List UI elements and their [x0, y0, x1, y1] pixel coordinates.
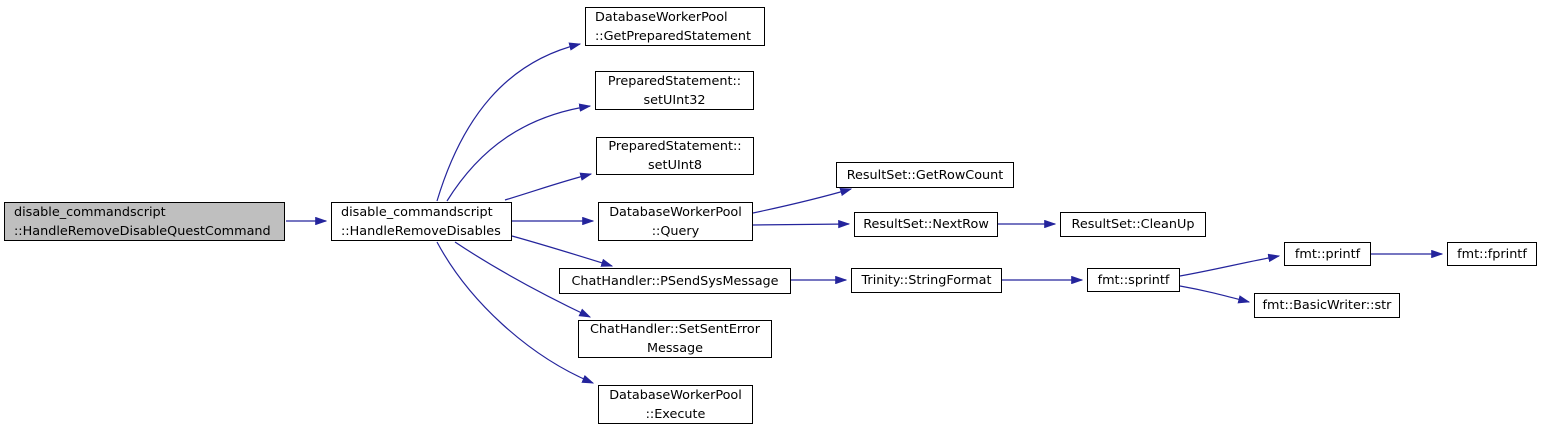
node-label: fmt::printf: [1294, 246, 1361, 262]
node-set-sent-error-message[interactable]: ChatHandler::SetSentError Message: [578, 320, 772, 358]
node-basic-writer-str[interactable]: fmt::BasicWriter::str: [1254, 293, 1400, 318]
edge-query-to-get-row-count: [752, 187, 853, 214]
node-execute[interactable]: DatabaseWorkerPool ::Execute: [598, 385, 753, 424]
node-get-row-count[interactable]: ResultSet::GetRowCount: [836, 162, 1014, 188]
node-set-uint32[interactable]: PreparedStatement:: setUInt32: [595, 71, 754, 110]
node-label: PreparedStatement:: setUInt32: [607, 73, 742, 108]
edge-hub-to-set-sent-error-message: [454, 241, 592, 318]
node-label: ResultSet::GetRowCount: [846, 167, 1004, 183]
edge-sprintf-to-printf: [1179, 253, 1281, 277]
edge-query-to-next-row: [752, 219, 851, 229]
edge-hub-to-set-uint32: [446, 103, 592, 202]
node-next-row[interactable]: ResultSet::NextRow: [854, 212, 998, 237]
edge-hub-to-get-prepared-statement: [436, 42, 582, 202]
node-clean-up[interactable]: ResultSet::CleanUp: [1060, 212, 1206, 237]
node-sprintf[interactable]: fmt::sprintf: [1087, 268, 1180, 292]
node-label: DatabaseWorkerPool ::Execute: [609, 387, 742, 422]
node-psend-sys-message[interactable]: ChatHandler::PSendSysMessage: [559, 268, 791, 294]
node-label: fmt::sprintf: [1097, 272, 1170, 288]
node-label: fmt::fprintf: [1457, 246, 1527, 262]
node-label: ChatHandler::SetSentError Message: [589, 322, 761, 356]
node-label: ChatHandler::PSendSysMessage: [571, 273, 779, 289]
node-query[interactable]: DatabaseWorkerPool ::Query: [598, 202, 753, 241]
edge-sprintf-to-basic-writer-str: [1179, 285, 1251, 304]
edge-hub-to-psend-sys-message: [511, 235, 614, 267]
node-label: disable_commandscript ::HandleRemoveDisa…: [341, 204, 501, 239]
node-get-prepared-statement[interactable]: DatabaseWorkerPool ::GetPreparedStatemen…: [585, 7, 765, 46]
edge-hub-to-set-uint8: [504, 172, 593, 201]
node-handle-remove-disables[interactable]: disable_commandscript ::HandleRemoveDisa…: [331, 202, 512, 241]
node-label: DatabaseWorkerPool ::GetPreparedStatemen…: [595, 9, 752, 44]
node-label: ResultSet::NextRow: [863, 217, 989, 232]
node-label: ResultSet::CleanUp: [1071, 217, 1195, 232]
node-label: disable_commandscript ::HandleRemoveDisa…: [14, 204, 271, 239]
node-label: fmt::BasicWriter::str: [1262, 298, 1392, 313]
node-fprintf[interactable]: fmt::fprintf: [1447, 242, 1537, 266]
node-handle-remove-disable-quest-command[interactable]: disable_commandscript ::HandleRemoveDisa…: [4, 202, 285, 241]
edge-hub-to-execute: [436, 241, 595, 384]
node-set-uint8[interactable]: PreparedStatement:: setUInt8: [596, 137, 754, 175]
node-string-format[interactable]: Trinity::StringFormat: [851, 268, 1002, 293]
node-printf[interactable]: fmt::printf: [1284, 242, 1371, 266]
node-label: Trinity::StringFormat: [861, 273, 992, 288]
node-label: PreparedStatement:: setUInt8: [608, 139, 742, 173]
node-label: DatabaseWorkerPool ::Query: [609, 204, 742, 239]
